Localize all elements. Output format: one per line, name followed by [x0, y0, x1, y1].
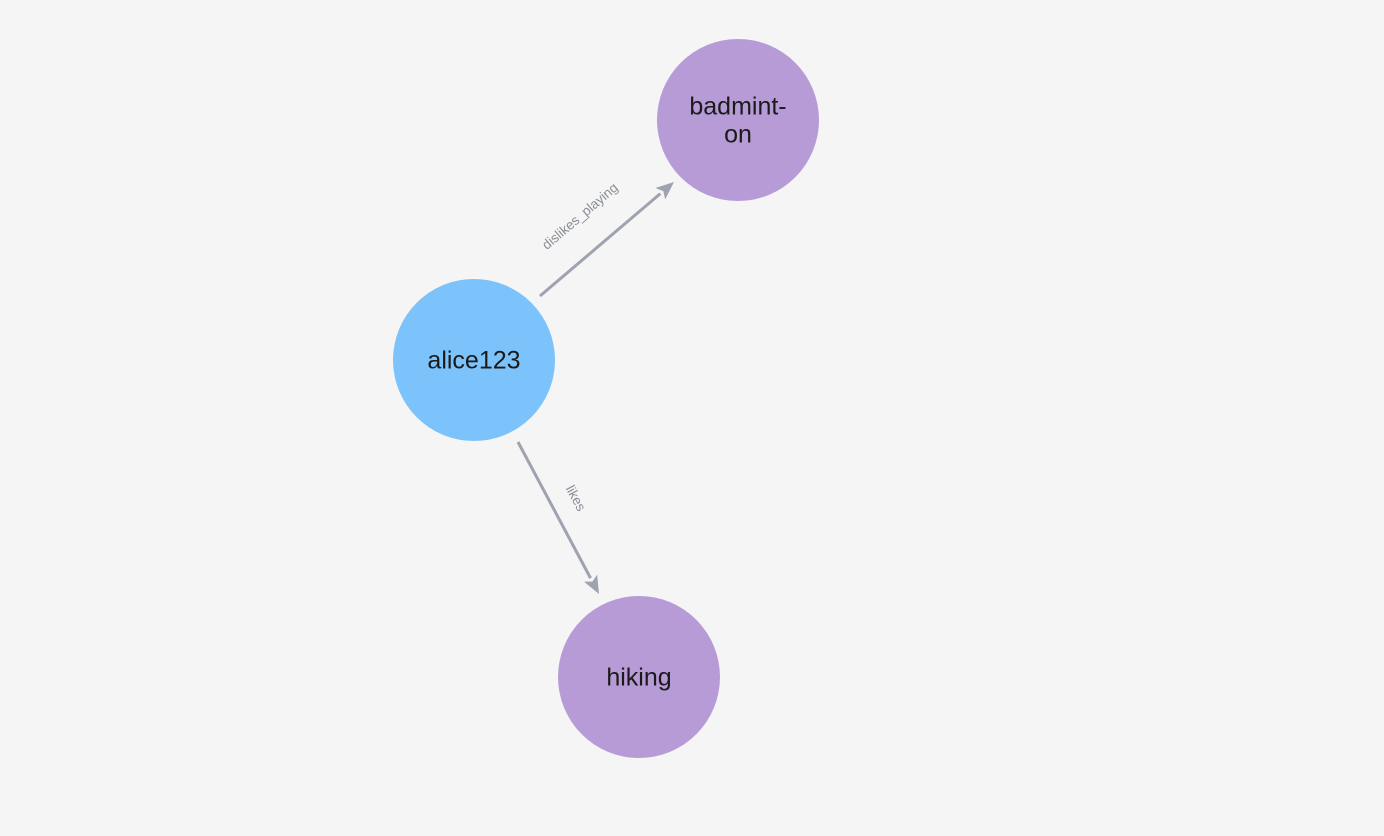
- edge-line[interactable]: [516, 441, 592, 579]
- node-badminton[interactable]: badmint- on: [657, 39, 819, 201]
- edge-arrowhead: [655, 182, 674, 200]
- node-hiking[interactable]: hiking: [558, 596, 720, 758]
- edge-arrowhead: [583, 574, 599, 594]
- edge-line[interactable]: [539, 192, 662, 298]
- node-circle-alice123[interactable]: [393, 279, 555, 441]
- node-circle-hiking[interactable]: [558, 596, 720, 758]
- edge-label-dislikes-playing: dislikes_playing: [539, 180, 621, 253]
- edge-alice123-badminton[interactable]: dislikes_playing: [539, 180, 674, 298]
- edge-label-likes: likes: [563, 483, 589, 514]
- node-alice123[interactable]: alice123: [393, 279, 555, 441]
- node-circle-badminton[interactable]: [657, 39, 819, 201]
- edge-alice123-hiking[interactable]: likes: [516, 441, 599, 594]
- nodes-layer: badmint- on alice123 hiking: [393, 39, 819, 758]
